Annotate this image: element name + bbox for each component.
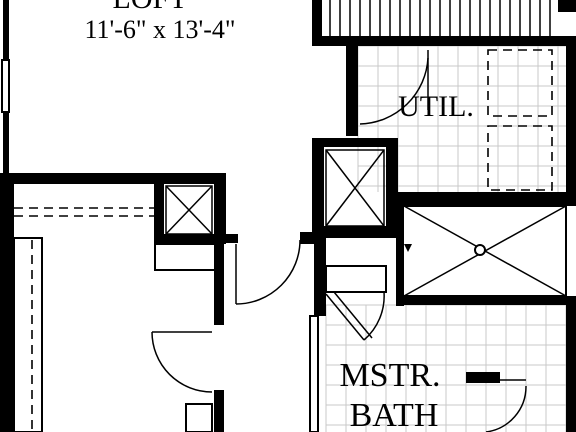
door-swing-bath xyxy=(466,372,527,432)
door-swing-center xyxy=(235,239,301,305)
utility-label: UTIL. xyxy=(398,90,474,123)
shower xyxy=(396,196,576,306)
door-swing-utility xyxy=(359,50,429,125)
master-bath-label-line1: MSTR. xyxy=(339,357,440,394)
bath-tile-floor xyxy=(325,304,567,432)
washer-dryer xyxy=(487,49,553,191)
stairs xyxy=(312,0,576,46)
left-exterior-wall xyxy=(1,0,10,182)
loft-title-partial: LOFT xyxy=(113,0,188,15)
master-bath-label-line2: BATH xyxy=(350,397,439,432)
chase-left xyxy=(154,184,238,244)
chase-center xyxy=(312,138,398,238)
bath-right-wall xyxy=(566,305,576,432)
loft-south-wall xyxy=(0,173,226,432)
closet-shelf xyxy=(13,237,43,432)
loft-dimensions: 11'-6" x 13'-4" xyxy=(85,15,236,44)
door-swing-hall xyxy=(151,331,213,393)
door-swing-linen xyxy=(325,291,385,341)
hall-partitions xyxy=(154,243,224,432)
loft-room: LOFT 11'-6" x 13'-4" xyxy=(85,0,236,44)
center-walls xyxy=(300,232,387,432)
